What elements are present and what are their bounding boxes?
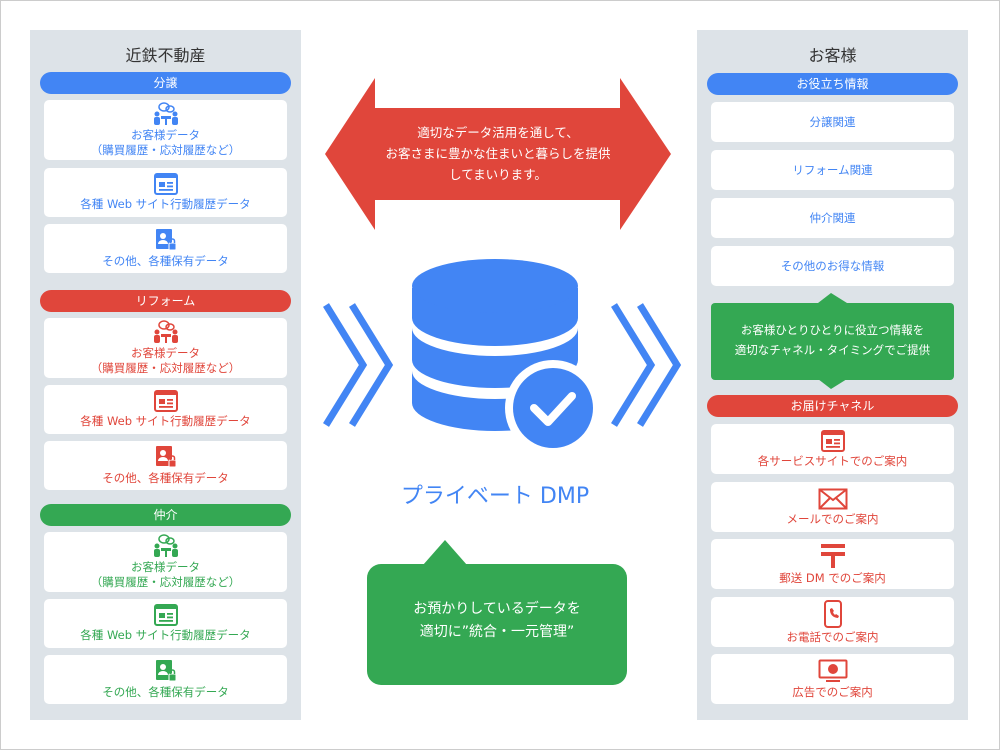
customer-panel: お客様 お役立ち情報 分譲関連 リフォーム関連 仲介関連 その他のお得な情報 お… bbox=[697, 30, 968, 720]
bubble-line: お預かりしているデータを bbox=[413, 601, 581, 617]
channel-label: お届けチャネル bbox=[707, 395, 958, 417]
data-source-card: 各種 Web サイト行動履歴データ bbox=[44, 599, 287, 648]
channel-label: 広告でのご案内 bbox=[792, 684, 873, 699]
data-source-card: お客様データ（購買履歴・応対履歴など） bbox=[44, 100, 287, 160]
channel-card: 各サービスサイトでのご案内 bbox=[711, 424, 954, 474]
category-pill: リフォーム bbox=[40, 290, 291, 312]
card-label: その他、各種保有データ bbox=[102, 471, 229, 485]
user-lock-file-icon bbox=[155, 659, 177, 685]
card-sublabel: （購買履歴・応対履歴など） bbox=[90, 143, 241, 157]
meeting-icon bbox=[152, 534, 180, 560]
speech-bubble bbox=[367, 540, 627, 685]
data-source-card: その他、各種保有データ bbox=[44, 224, 287, 273]
info-item: 仲介関連 bbox=[711, 198, 954, 238]
browser-window-icon bbox=[153, 604, 178, 628]
green-callout-text: お客様ひとりひとりに役立つ情報を 適切なチャネル・タイミングでご提供 bbox=[711, 320, 954, 360]
user-lock-file-icon bbox=[155, 228, 177, 254]
category-pill: 分譲 bbox=[40, 72, 291, 94]
chevron-right-icon bbox=[323, 303, 394, 427]
info-item: 分譲関連 bbox=[711, 102, 954, 142]
channel-card: 広告でのご案内 bbox=[711, 654, 954, 704]
browser-window-icon bbox=[820, 429, 845, 454]
card-label: お客様データ bbox=[131, 560, 200, 574]
browser-window-icon bbox=[153, 390, 178, 414]
data-source-card: お客様データ（購買履歴・応対履歴など） bbox=[44, 318, 287, 378]
company-panel: 近鉄不動産 分譲お客様データ（購買履歴・応対履歴など）各種 Web サイト行動履… bbox=[30, 30, 301, 720]
channel-card: 郵送 DM でのご案内 bbox=[711, 539, 954, 589]
bubble-line: 適切に”統合・一元管理” bbox=[419, 624, 575, 640]
chevron-right-icon bbox=[611, 303, 682, 427]
card-sublabel: （購買履歴・応対履歴など） bbox=[90, 575, 241, 589]
display-ad-icon bbox=[818, 659, 848, 685]
mission-line: お客さまに豊かな住まいと暮らしを提供 bbox=[385, 146, 611, 161]
double-arrow bbox=[325, 78, 671, 230]
green-callout-shape bbox=[711, 293, 954, 389]
category-pill: 仲介 bbox=[40, 504, 291, 526]
bubble-text: お預かりしているデータを 適切に”統合・一元管理” bbox=[367, 598, 627, 644]
meeting-icon bbox=[152, 320, 180, 346]
data-source-card: その他、各種保有データ bbox=[44, 655, 287, 704]
database-check-icon bbox=[412, 259, 601, 456]
channel-label: メールでのご案内 bbox=[786, 511, 879, 526]
smartphone-icon bbox=[823, 599, 842, 630]
mission-line: してまいります。 bbox=[449, 167, 547, 182]
mission-line: 適切なデータ活用を通して、 bbox=[417, 125, 579, 140]
postal-mark-icon bbox=[820, 543, 846, 571]
info-item: その他のお得な情報 bbox=[711, 246, 954, 286]
card-label: 各種 Web サイト行動履歴データ bbox=[80, 414, 251, 428]
callout-line: お客様ひとりひとりに役立つ情報を bbox=[740, 323, 925, 337]
dmp-label: プライベート DMP bbox=[400, 484, 590, 509]
company-title: 近鉄不動産 bbox=[125, 46, 206, 65]
channel-card: お電話でのご案内 bbox=[711, 597, 954, 647]
channel-label: 郵送 DM でのご案内 bbox=[779, 570, 886, 585]
mail-icon bbox=[818, 488, 848, 512]
channel-label: 各サービスサイトでのご案内 bbox=[757, 453, 908, 468]
data-source-card: その他、各種保有データ bbox=[44, 441, 287, 490]
browser-window-icon bbox=[153, 173, 178, 197]
card-label: その他、各種保有データ bbox=[102, 254, 229, 268]
user-lock-file-icon bbox=[155, 445, 177, 471]
data-source-card: 各種 Web サイト行動履歴データ bbox=[44, 385, 287, 434]
callout-line: 適切なチャネル・タイミングでご提供 bbox=[734, 343, 931, 357]
card-label: お客様データ bbox=[131, 346, 200, 360]
card-label: その他、各種保有データ bbox=[102, 685, 229, 699]
customer-title: お客様 bbox=[808, 46, 857, 65]
data-source-card: 各種 Web サイト行動履歴データ bbox=[44, 168, 287, 217]
channel-card: メールでのご案内 bbox=[711, 482, 954, 532]
info-item: リフォーム関連 bbox=[711, 150, 954, 190]
mission-text: 適切なデータ活用を通して、 お客さまに豊かな住まいと暮らしを提供 してまいります… bbox=[360, 122, 636, 185]
card-label: 各種 Web サイト行動履歴データ bbox=[80, 628, 251, 642]
card-label: 各種 Web サイト行動履歴データ bbox=[80, 197, 251, 211]
data-source-card: お客様データ（購買履歴・応対履歴など） bbox=[44, 532, 287, 592]
card-label: お客様データ bbox=[131, 128, 200, 142]
info-label: お役立ち情報 bbox=[707, 73, 958, 95]
card-sublabel: （購買履歴・応対履歴など） bbox=[90, 361, 241, 375]
channel-label: お電話でのご案内 bbox=[786, 629, 879, 644]
meeting-icon bbox=[152, 102, 180, 128]
